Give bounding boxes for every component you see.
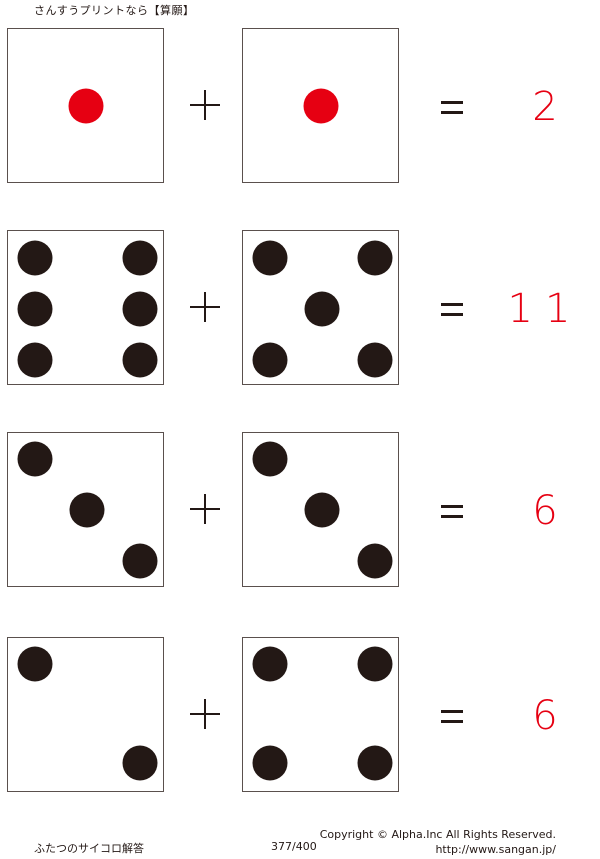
pip-icon [357,240,393,276]
pip-icon [357,543,393,579]
pip-icon [304,492,340,528]
pip-icon [122,291,158,327]
problem-row-2: 11 [0,230,600,388]
pip-icon [304,291,340,327]
worksheet-name: ふたつのサイコロ解答 [34,842,144,855]
equals-sign-icon [441,303,463,317]
pip-icon [252,441,288,477]
pip-icon [122,342,158,378]
pip-icon [252,342,288,378]
copyright-text: Copyright © Alpha.Inc All Rights Reserve… [319,828,556,841]
die-left-three [7,432,164,587]
equals-sign-icon [441,505,463,519]
pip-icon [122,745,158,781]
problem-row-4: 6 [0,637,600,795]
page-header-title: さんすうプリントなら【算願】 [34,4,195,17]
pip-icon [357,342,393,378]
equals-sign-icon [441,710,463,724]
pip-icon [357,745,393,781]
pip-icon [17,342,53,378]
die-right-four [242,637,399,792]
die-right-three [242,432,399,587]
plus-sign-icon [190,494,220,524]
plus-sign-icon [190,90,220,120]
pip-icon [252,240,288,276]
pip-icon [303,88,339,124]
pip-icon [357,646,393,682]
die-left-two [7,637,164,792]
pip-icon [17,441,53,477]
equals-sign-icon [441,101,463,115]
die-right-five [242,230,399,385]
page-number: 377/400 [271,840,317,853]
plus-sign-icon [190,699,220,729]
plus-sign-icon [190,292,220,322]
pip-icon [68,88,104,124]
die-left-six [7,230,164,385]
pip-icon [252,745,288,781]
answer-value: 2 [532,84,558,130]
die-left-one [7,28,164,183]
pip-icon [17,646,53,682]
pip-icon [17,291,53,327]
pip-icon [252,646,288,682]
answer-value: 11 [507,286,583,332]
pip-icon [69,492,105,528]
answer-value: 6 [532,488,558,534]
answer-value: 6 [532,693,558,739]
die-right-one [242,28,399,183]
problem-row-1: 2 [0,28,600,186]
pip-icon [17,240,53,276]
site-url-link[interactable]: http://www.sangan.jp/ [435,843,556,856]
problem-row-3: 6 [0,432,600,590]
pip-icon [122,240,158,276]
pip-icon [122,543,158,579]
